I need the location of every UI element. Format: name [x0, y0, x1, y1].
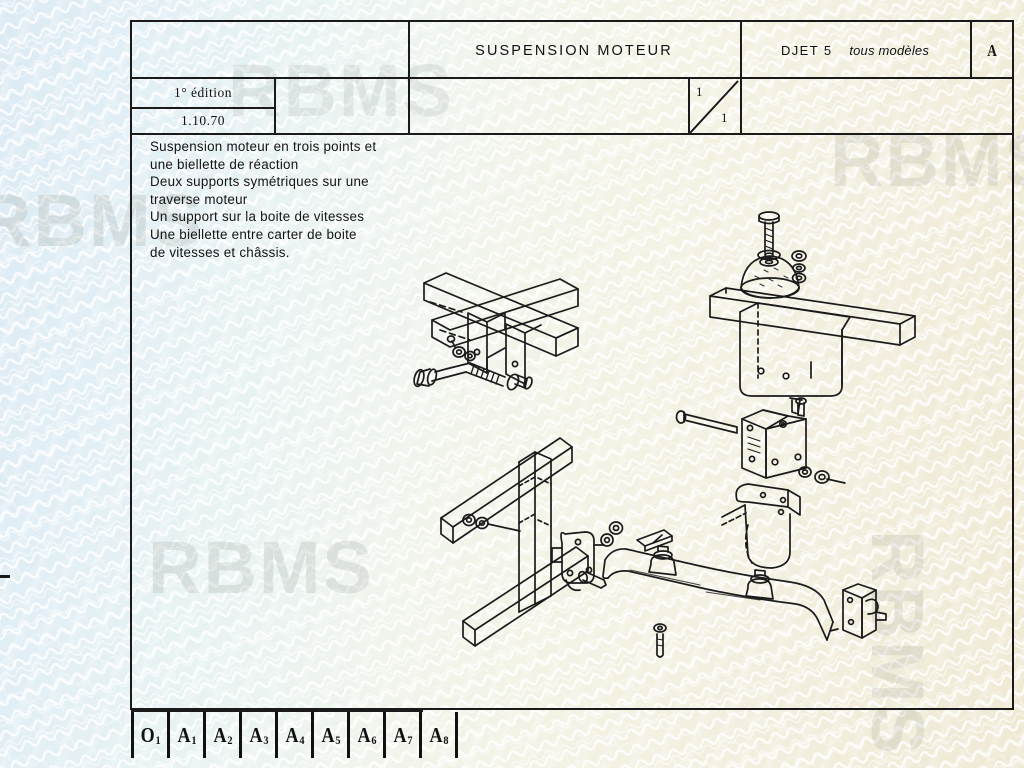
description-line: Un support sur la boite de vitesses — [150, 209, 365, 225]
divider — [740, 79, 742, 135]
page-number-box: 1 1 — [688, 79, 740, 135]
date-cell: 1.10.70 — [132, 107, 274, 135]
title-block-blank-cell-a — [274, 79, 408, 135]
tab-strip-top-rule — [131, 710, 423, 712]
index-tab-strip: O1 A1 A2 A3 A4 A5 A6 A7 A8 — [131, 712, 459, 758]
divider — [408, 79, 410, 135]
title-block-blank-cell-b — [408, 79, 688, 135]
index-tab-label: O1 — [140, 723, 161, 747]
index-tab-label: A5 — [321, 723, 341, 747]
watermark: RBMS — [0, 179, 204, 262]
description-line: une biellette de réaction — [150, 156, 299, 172]
index-tab-a3[interactable]: A3 — [239, 712, 275, 758]
watermark: RBMS — [830, 119, 1024, 202]
index-tab-label: A2 — [213, 723, 233, 747]
index-tab-label: A6 — [357, 723, 377, 747]
sheet-title-cell: SUSPENSION MOTEUR — [408, 22, 740, 79]
index-tab-label: A7 — [393, 723, 413, 747]
date-label: 1.10.70 — [181, 113, 225, 128]
description-line: de vitesses et châssis. — [150, 244, 290, 260]
divider — [274, 79, 276, 135]
divider — [688, 79, 690, 135]
model-name: DJET 5 — [780, 43, 833, 58]
description-line: Une biellette entre carter de boite — [150, 226, 357, 242]
edition-cell: 1° édition — [132, 79, 274, 107]
page-current: 1 — [696, 84, 703, 99]
divider — [408, 22, 410, 79]
corner-index-letter: A — [987, 40, 998, 60]
model-cell: DJET 5 tous modèles — [740, 22, 970, 79]
watermark: RBMS — [148, 526, 374, 609]
index-tab-label: A3 — [249, 723, 269, 747]
page-total: 1 — [721, 110, 728, 125]
index-tab-label: A4 — [285, 723, 305, 747]
index-tab-label: A1 — [177, 723, 197, 747]
index-tab-a8[interactable]: A8 — [419, 712, 459, 758]
model-variant: tous modèles — [849, 43, 930, 58]
index-tab-a5[interactable]: A5 — [311, 712, 347, 758]
index-tab-o1[interactable]: O1 — [131, 712, 167, 758]
divider — [132, 107, 274, 109]
description-line: Suspension moteur en trois points et — [150, 139, 377, 154]
index-tab-a1[interactable]: A1 — [167, 712, 203, 758]
watermark: RBMS — [228, 49, 454, 132]
edition-label: 1° édition — [173, 85, 233, 100]
title-block-bottom-row: 1° édition 1.10.70 1 1 — [132, 79, 1012, 135]
index-tab-label: A8 — [429, 723, 449, 747]
description-text: Suspension moteur en trois points et une… — [150, 138, 480, 261]
title-block-blank-cell-c — [740, 79, 1012, 135]
corner-index-box: A — [970, 22, 1012, 79]
divider — [740, 22, 742, 79]
description-line: Deux supports symétriques sur une — [150, 174, 369, 190]
index-tab-a7[interactable]: A7 — [383, 712, 419, 758]
model-label: DJET 5 tous modèles — [781, 43, 929, 58]
index-tab-a4[interactable]: A4 — [275, 712, 311, 758]
left-edge-tick — [0, 575, 10, 578]
page-title: SUSPENSION MOTEUR — [475, 42, 673, 59]
title-block: SUSPENSION MOTEUR DJET 5 tous modèles A — [132, 22, 1012, 135]
drawing-frame: SUSPENSION MOTEUR DJET 5 tous modèles A — [130, 20, 1014, 710]
index-tab-a2[interactable]: A2 — [203, 712, 239, 758]
title-block-logo-cell — [132, 22, 408, 79]
title-block-top-row: SUSPENSION MOTEUR DJET 5 tous modèles A — [132, 22, 1012, 79]
index-tab-a6[interactable]: A6 — [347, 712, 383, 758]
description-line: traverse moteur — [150, 191, 248, 207]
